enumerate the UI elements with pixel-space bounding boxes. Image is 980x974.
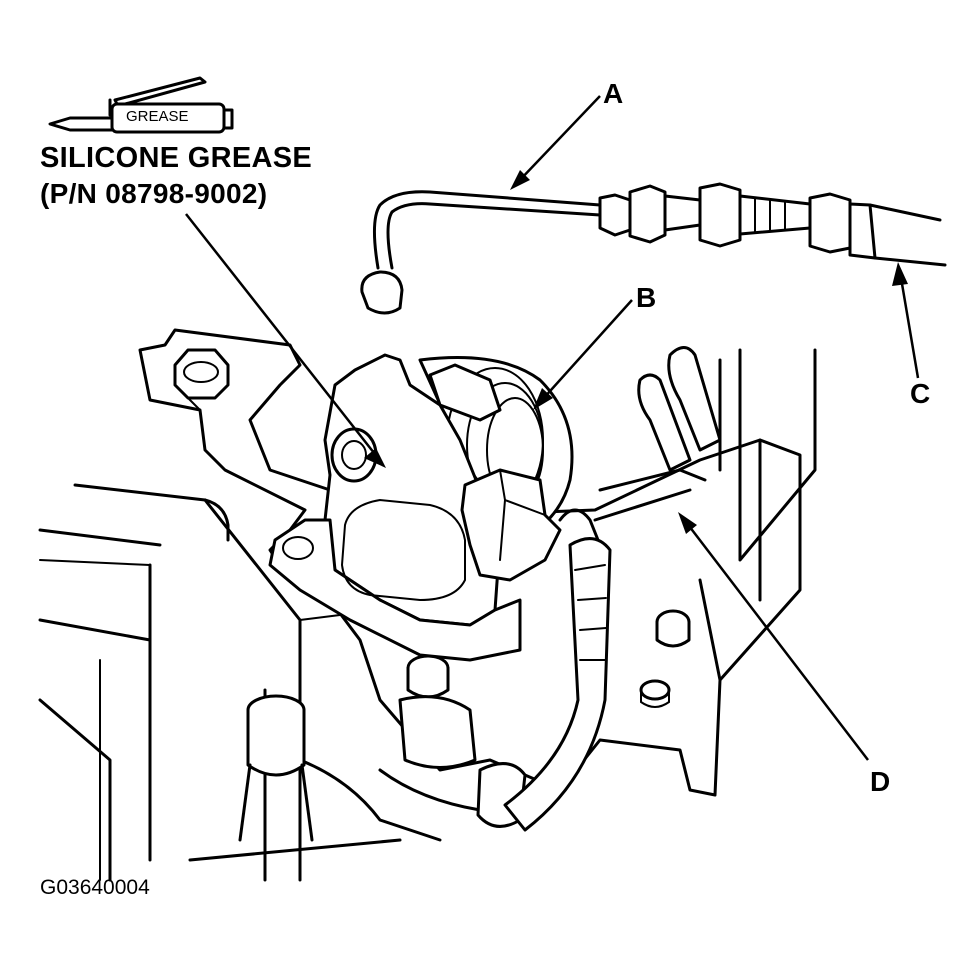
bracket-bolt-lower bbox=[639, 679, 671, 708]
grease-title: SILICONE GREASE bbox=[40, 142, 312, 174]
callout-c: C bbox=[910, 378, 931, 409]
transmission-case bbox=[38, 483, 482, 882]
sensor-wire bbox=[503, 508, 612, 832]
bracket-bolt-right bbox=[655, 609, 691, 648]
grease-part-number: (P/N 08798-9002) bbox=[40, 178, 268, 209]
callout-b: B bbox=[636, 282, 657, 313]
harness-clip bbox=[593, 346, 722, 522]
callout-d: D bbox=[870, 766, 891, 797]
figure-id: G03640004 bbox=[40, 876, 150, 899]
bracket-bolt-upper bbox=[173, 348, 230, 400]
grease-icon-label: GREASE bbox=[126, 108, 189, 125]
leader-lines bbox=[185, 95, 920, 761]
case-stud bbox=[238, 694, 314, 842]
grease-gun-icon bbox=[48, 76, 234, 134]
callout-a: A bbox=[603, 78, 624, 109]
sensor-mount-bolt bbox=[406, 654, 450, 699]
control-cable bbox=[360, 182, 947, 315]
